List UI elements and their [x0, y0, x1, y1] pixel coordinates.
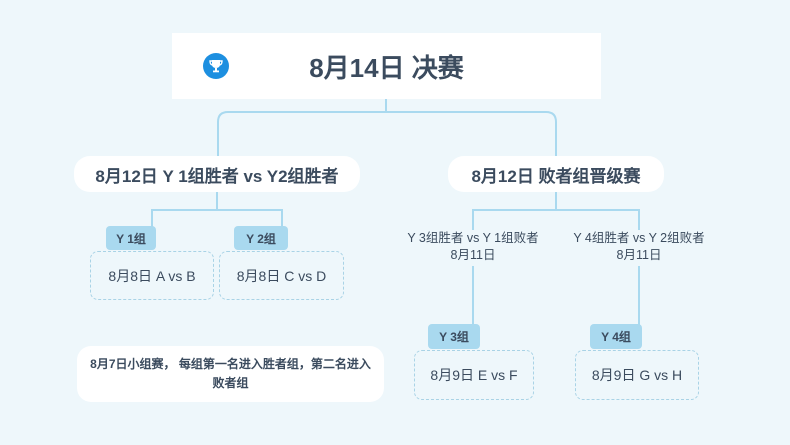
connector-final	[217, 99, 557, 160]
final-title: 8月14日 决赛	[309, 52, 464, 83]
losers-round-left: Y 3组胜者 vs Y 1组败者 8月11日	[393, 230, 553, 266]
trophy-icon	[203, 53, 229, 79]
group-tag-y4: Y 4组	[590, 324, 642, 349]
losers-round-right-date: 8月11日	[616, 248, 662, 262]
losers-round-right-matchup: Y 4组胜者 vs Y 2组败者	[573, 231, 705, 245]
match-card-a-b: 8月8日 A vs B	[90, 251, 214, 300]
match-card-g-h: 8月9日 G vs H	[575, 350, 699, 400]
connector-winners	[151, 190, 283, 238]
group-tag-y2: Y 2组	[234, 226, 288, 250]
match-card-c-d: 8月8日 C vs D	[219, 251, 344, 300]
winners-bracket-title: 8月12日 Y 1组胜者 vs Y2组胜者	[74, 156, 360, 192]
group-tag-y3: Y 3组	[428, 324, 480, 349]
losers-round-left-date: 8月11日	[450, 248, 496, 262]
group-stage-note: 8月7日小组赛， 每组第一名进入胜者组，第二名进入败者组	[77, 346, 384, 402]
losers-round-right: Y 4组胜者 vs Y 2组败者 8月11日	[559, 230, 719, 266]
losers-round-left-matchup: Y 3组胜者 vs Y 1组败者	[407, 231, 539, 245]
connector-losers	[472, 190, 640, 232]
match-card-e-f: 8月9日 E vs F	[414, 350, 534, 400]
final-title-box: 8月14日 决赛	[172, 33, 601, 99]
group-tag-y1: Y 1组	[106, 226, 156, 250]
losers-bracket-title: 8月12日 败者组晋级赛	[448, 156, 664, 192]
